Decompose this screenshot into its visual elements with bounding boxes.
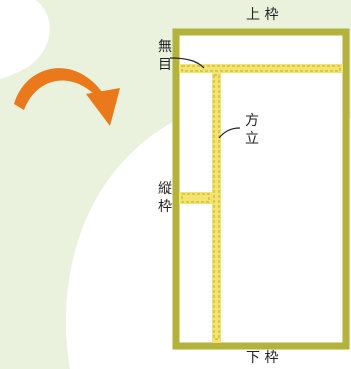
side-frame-label-char-2: 枠 [158, 199, 172, 215]
transom-leader-line [169, 57, 205, 69]
top-left-white-curve [0, 0, 50, 79]
mullion-member [212, 73, 221, 343]
curved-arrow-icon [14, 68, 120, 126]
side-frame-label: 縦 枠 [157, 180, 173, 216]
bottom-frame-label: 下 枠 [246, 350, 279, 366]
side-horizontal-member [179, 192, 212, 204]
side-frame-label-char-1: 縦 [158, 181, 172, 197]
mullion-label-char-2: 立 [245, 131, 259, 147]
mullion-leader-line [218, 127, 241, 139]
top-frame-label: 上 枠 [246, 7, 279, 23]
mullion-label-char-1: 方 [245, 113, 259, 129]
transom-label-char-2: 目 [158, 57, 172, 73]
transom-label-char-1: 無 [158, 39, 172, 55]
window-frame [172, 28, 350, 350]
transom-member [179, 64, 343, 73]
transom-label: 無 目 [157, 38, 173, 74]
mullion-label: 方 立 [244, 112, 260, 148]
